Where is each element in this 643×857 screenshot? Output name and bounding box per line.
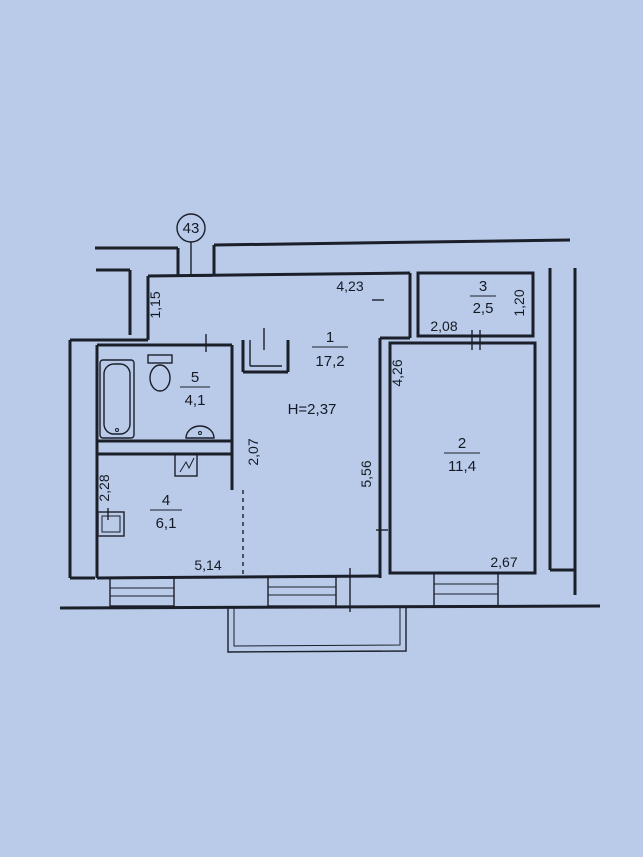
stove-icon	[174, 453, 198, 477]
windows	[109, 275, 499, 607]
room-5-area: 4,1	[185, 392, 206, 409]
ceiling-height-label: H=2,37	[288, 401, 337, 418]
dim-door-width: 2,07	[245, 438, 261, 465]
room-2-number: 2	[458, 435, 466, 452]
dim-room3-height: 1,20	[511, 289, 527, 316]
room-5-number: 5	[191, 369, 199, 386]
room-4-area: 6,1	[156, 515, 177, 532]
kitchen-sink-icon	[97, 511, 125, 537]
room-1-number: 1	[326, 329, 334, 346]
dim-room3-width: 2,08	[430, 318, 457, 334]
room-4-number: 4	[162, 492, 170, 509]
right-rooms-walls	[388, 271, 537, 575]
room-2-area: 11,4	[448, 458, 476, 475]
axis-marker: 43	[176, 213, 206, 276]
bathtub-icon	[99, 359, 135, 439]
dim-room2-side: 4,26	[389, 359, 405, 386]
kitchen-fixtures	[97, 453, 198, 537]
axis-marker-label: 43	[183, 220, 200, 237]
sink-icon	[185, 425, 215, 439]
dim-top-width: 4,23	[336, 278, 363, 294]
dim-kitchen-side: 2,28	[96, 474, 112, 501]
room-3-number: 3	[479, 278, 487, 295]
dim-room1-depth: 5,56	[358, 460, 374, 487]
dim-room2-width: 2,67	[490, 554, 517, 570]
room-1-area: 17,2	[315, 353, 344, 370]
dim-kitchen-width: 5,14	[194, 557, 221, 573]
room-labels: 1 17,2 2 11,4 3 2,5 4 6,1 5 4,1 H=2,37	[150, 278, 496, 532]
exterior-walls	[59, 238, 601, 610]
room-3-area: 2,5	[473, 300, 494, 317]
dim-left-height: 1,15	[147, 291, 163, 318]
dimension-labels: 4,23 1,15 1,20 2,08 4,26 5,56 2,07 2,28 …	[96, 278, 527, 573]
toilet-icon	[147, 354, 173, 392]
balcony	[227, 608, 407, 653]
bathroom-fixtures	[99, 354, 215, 439]
